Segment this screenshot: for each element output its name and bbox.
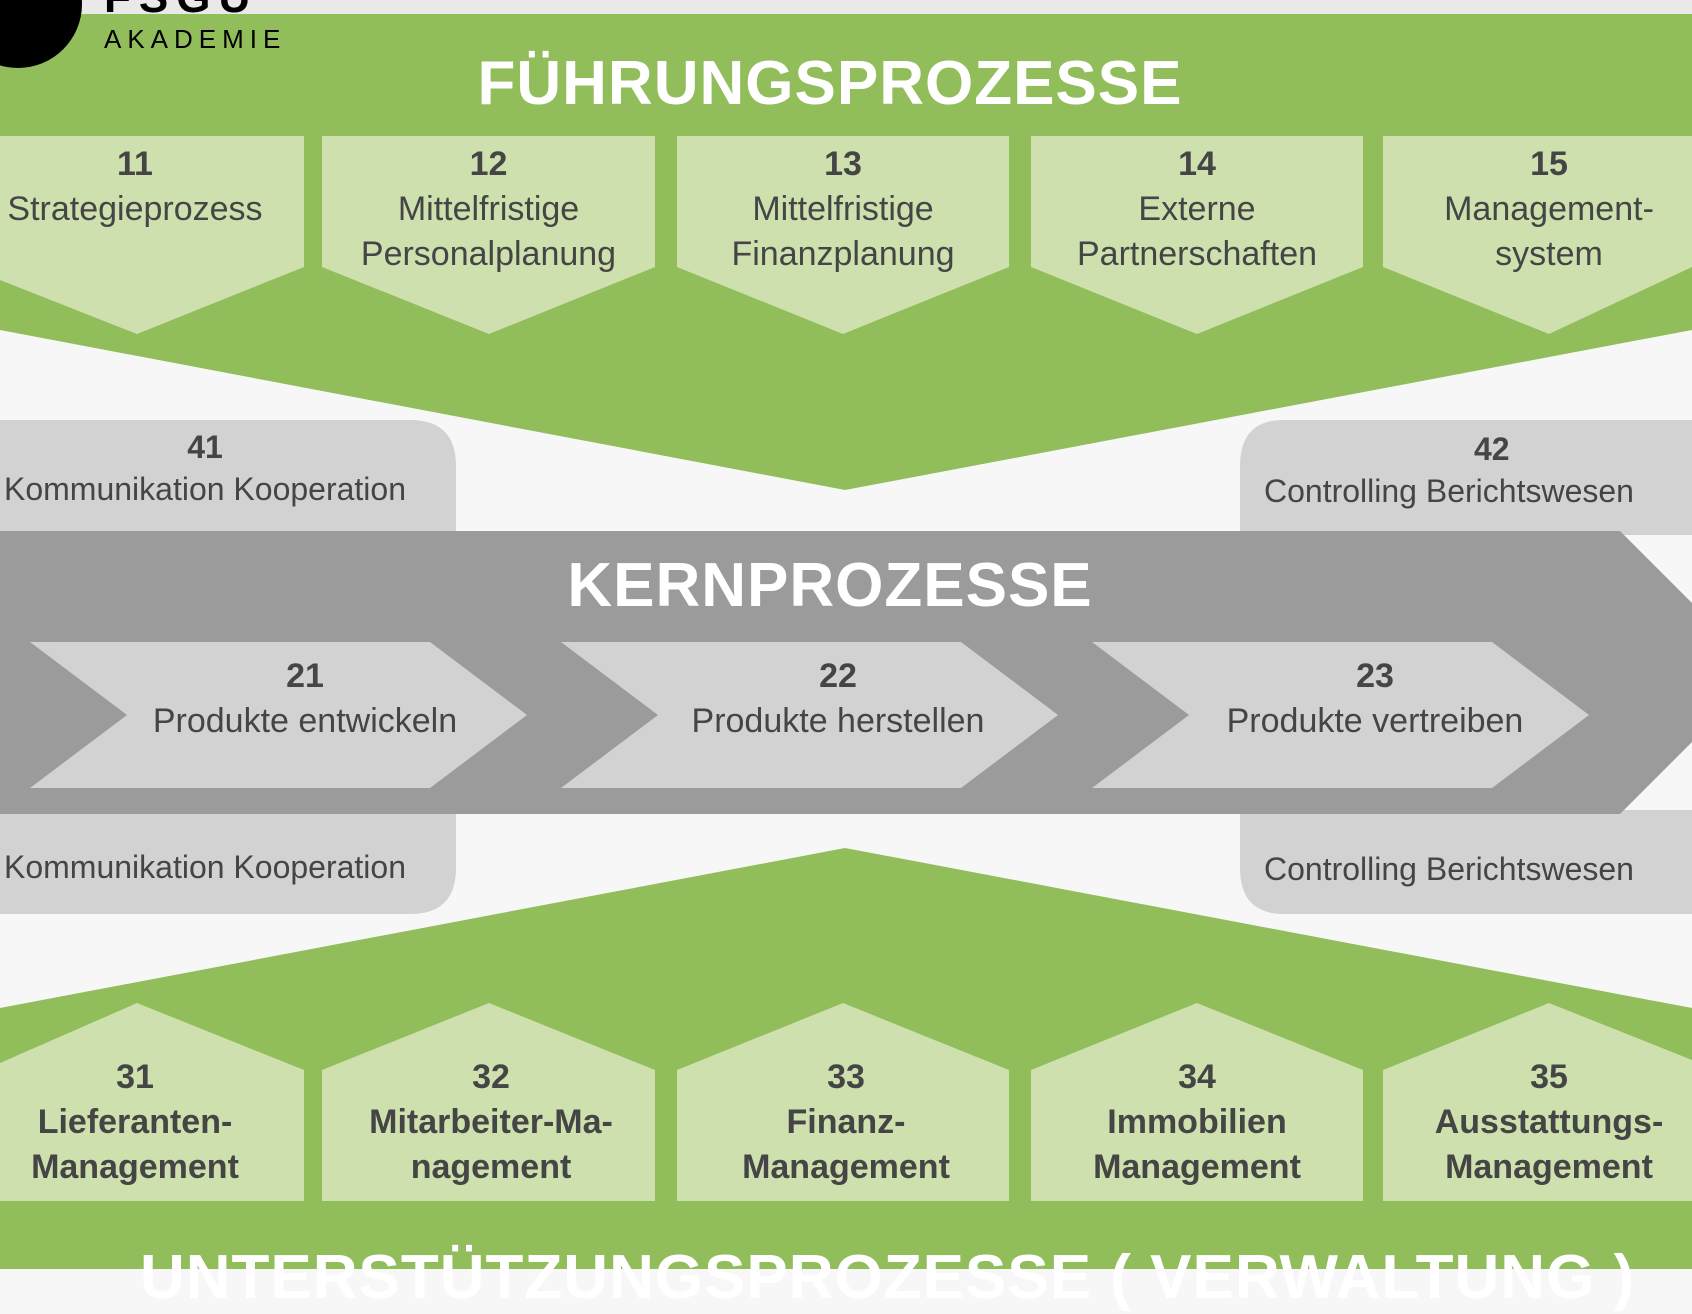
process-map: FSGU AKADEMIE FÜHRUNGSPROZESSE 11 Strate… bbox=[0, 0, 1692, 1269]
fuehrung-item-number: 12 bbox=[469, 145, 508, 183]
kern-item-23: 23 Produkte vertreiben bbox=[1175, 654, 1575, 744]
unterstuetzung-item-shape-31 bbox=[0, 1003, 304, 1201]
fuehrung-item-shape-13 bbox=[677, 136, 1009, 334]
side-right-top-number: 42 bbox=[1474, 431, 1510, 467]
kern-item-number: 23 bbox=[1356, 657, 1394, 695]
logo-subtitle: AKADEMIE bbox=[104, 24, 287, 54]
side-right-bottom-label: Controlling Berichtswesen bbox=[1264, 851, 1634, 887]
kern-item-label: Produkte vertreiben bbox=[1226, 702, 1524, 740]
fuehrung-item-number: 11 bbox=[117, 145, 153, 183]
unterstuetzung-item-label: Finanz- Management bbox=[742, 1103, 950, 1186]
side-left-top-number: 41 bbox=[187, 429, 223, 465]
process-map-shapes bbox=[0, 0, 1692, 1269]
fuehrung-item-15: 15 Management- system bbox=[1383, 142, 1692, 277]
unterstuetzung-title: UNTERSTÜTZUNGSPROZESSE ( VERWALTUNG ) bbox=[140, 1243, 1636, 1312]
unterstuetzung-item-31: 31 Lieferanten- Management bbox=[0, 1055, 270, 1190]
unterstuetzung-item-shape-32 bbox=[322, 1003, 655, 1201]
side-right-bottom: Controlling Berichtswesen bbox=[1264, 848, 1692, 890]
unterstuetzung-item-number: 31 bbox=[116, 1058, 154, 1096]
unterstuetzung-item-label: Immobilien Management bbox=[1093, 1103, 1301, 1186]
fuehrung-item-number: 13 bbox=[824, 145, 862, 183]
logo-mark bbox=[0, 0, 82, 68]
fuehrung-title: FÜHRUNGSPROZESSE bbox=[477, 49, 1183, 118]
kern-item-number: 22 bbox=[819, 657, 857, 695]
kern-item-label: Produkte herstellen bbox=[691, 702, 985, 740]
unterstuetzung-item-label: Lieferanten- Management bbox=[31, 1103, 239, 1186]
unterstuetzung-item-label: Ausstattungs- Management bbox=[1434, 1103, 1664, 1186]
top-strip bbox=[0, 0, 1692, 14]
fuehrung-item-label: Strategieprozess bbox=[7, 190, 263, 228]
unterstuetzung-item-shape-34 bbox=[1031, 1003, 1363, 1201]
fuehrung-item-number: 14 bbox=[1178, 145, 1216, 183]
kern-item-shape-22 bbox=[561, 642, 1058, 788]
unterstuetzung-item-shape-35 bbox=[1383, 1003, 1692, 1201]
side-left-top-label: Kommunikation Kooperation bbox=[3, 471, 406, 507]
unterstuetzung-item-33: 33 Finanz- Management bbox=[677, 1055, 1015, 1190]
fuehrung-item-label: Mittelfristige Personalplanung bbox=[360, 190, 617, 273]
unterstuetzung-item-shape-33 bbox=[677, 1003, 1009, 1201]
side-box-right-top bbox=[1240, 420, 1692, 535]
logo-wordmark: FSGU bbox=[104, 0, 258, 22]
side-left-top: 41 Kommunikation Kooperation bbox=[0, 426, 430, 510]
fuehrung-item-shape-15 bbox=[1383, 136, 1692, 334]
unterstuetzung-item-number: 35 bbox=[1530, 1058, 1568, 1096]
fuehrung-item-shape-12 bbox=[322, 136, 655, 334]
unterstuetzung-item-number: 34 bbox=[1178, 1058, 1216, 1096]
side-right-top: 42 Controlling Berichtswesen bbox=[1264, 428, 1692, 512]
unterstuetzung-item-35: 35 Ausstattungs- Management bbox=[1383, 1055, 1692, 1190]
unterstuetzung-item-32: 32 Mitarbeiter-Ma- nagement bbox=[322, 1055, 660, 1190]
kern-item-shape-23 bbox=[1092, 642, 1589, 788]
fuehrung-item-shape-14 bbox=[1031, 136, 1363, 334]
side-box-right-bottom bbox=[1240, 810, 1692, 914]
kern-item-label: Produkte entwickeln bbox=[152, 702, 458, 740]
side-left-bottom-label: Kommunikation Kooperation bbox=[3, 849, 406, 885]
fuehrung-item-13: 13 Mittelfristige Finanzplanung bbox=[677, 142, 1009, 277]
fuehrung-item-label: Management- system bbox=[1444, 190, 1654, 273]
side-right-top-label: Controlling Berichtswesen bbox=[1264, 473, 1634, 509]
side-box-left-bottom bbox=[0, 810, 456, 914]
kern-item-number: 21 bbox=[286, 657, 324, 695]
fuehrung-item-shape-11 bbox=[0, 136, 304, 334]
unterstuetzung-item-label: Mitarbeiter-Ma- nagement bbox=[369, 1103, 613, 1186]
side-box-left-top bbox=[0, 420, 456, 535]
fuehrung-item-14: 14 Externe Partnerschaften bbox=[1031, 142, 1363, 277]
side-left-bottom: Kommunikation Kooperation bbox=[0, 846, 430, 888]
kern-item-22: 22 Produkte herstellen bbox=[643, 654, 1033, 744]
kern-item-shape-21 bbox=[30, 642, 527, 788]
fuehrung-item-label: Mittelfristige Finanzplanung bbox=[731, 190, 955, 273]
fuehrung-item-12: 12 Mittelfristige Personalplanung bbox=[322, 142, 655, 277]
unterstuetzung-item-34: 34 Immobilien Management bbox=[1031, 1055, 1363, 1190]
kern-title: KERNPROZESSE bbox=[567, 551, 1093, 620]
unterstuetzung-item-number: 32 bbox=[472, 1058, 510, 1096]
fuehrung-item-11: 11 Strategieprozess bbox=[0, 142, 300, 232]
kern-item-21: 21 Produkte entwickeln bbox=[110, 654, 500, 744]
fuehrung-item-number: 15 bbox=[1530, 145, 1568, 183]
unterstuetzung-item-number: 33 bbox=[827, 1058, 865, 1096]
fuehrung-item-label: Externe Partnerschaften bbox=[1076, 190, 1318, 273]
